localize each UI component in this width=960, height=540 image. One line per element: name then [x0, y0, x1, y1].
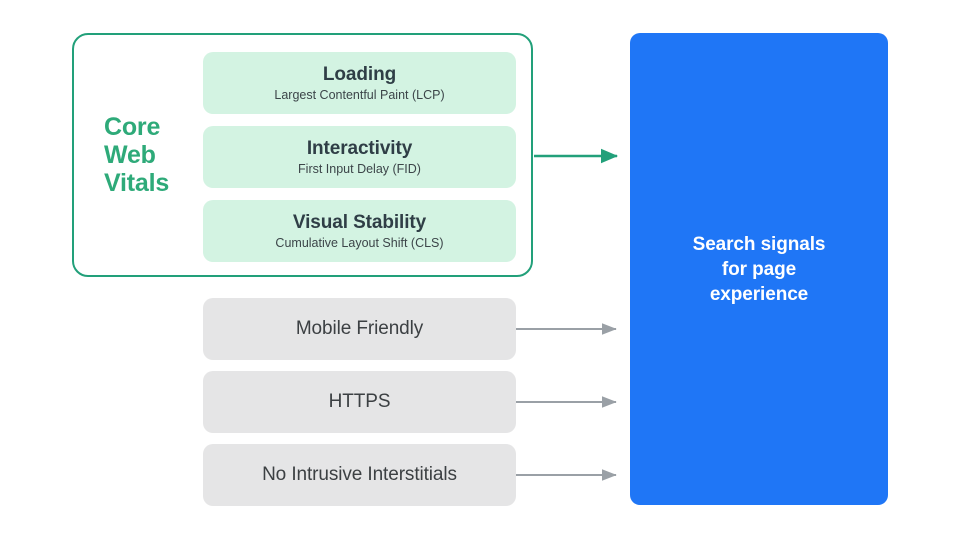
- metric-title-interactivity: Interactivity: [306, 137, 413, 159]
- signal-label-no-intrusive-interstitials: No Intrusive Interstitials: [262, 464, 457, 485]
- metric-title-loading: Loading: [322, 63, 397, 85]
- metric-subtitle-loading: Largest Contentful Paint (LCP): [274, 87, 445, 102]
- metric-subtitle-visual-stability: Cumulative Layout Shift (CLS): [275, 235, 444, 250]
- signal-label-mobile-friendly: Mobile Friendly: [295, 318, 424, 339]
- signal-box-https: HTTPS: [203, 371, 516, 433]
- core-web-vitals-label: Core Web Vitals: [104, 113, 170, 197]
- signal-box-no-intrusive-interstitials: No Intrusive Interstitials: [203, 444, 516, 506]
- metric-title-visual-stability: Visual Stability: [292, 211, 427, 233]
- search-signals-panel: Search signals for page experience: [630, 33, 888, 505]
- search-signals-panel-text: Search signals for page experience: [692, 233, 826, 305]
- signal-label-https: HTTPS: [328, 391, 391, 412]
- metric-card-visual-stability: Visual Stability Cumulative Layout Shift…: [203, 200, 516, 262]
- metric-subtitle-interactivity: First Input Delay (FID): [298, 161, 421, 176]
- signal-box-mobile-friendly: Mobile Friendly: [203, 298, 516, 360]
- metric-card-loading: Loading Largest Contentful Paint (LCP): [203, 52, 516, 114]
- metric-card-interactivity: Interactivity First Input Delay (FID): [203, 126, 516, 188]
